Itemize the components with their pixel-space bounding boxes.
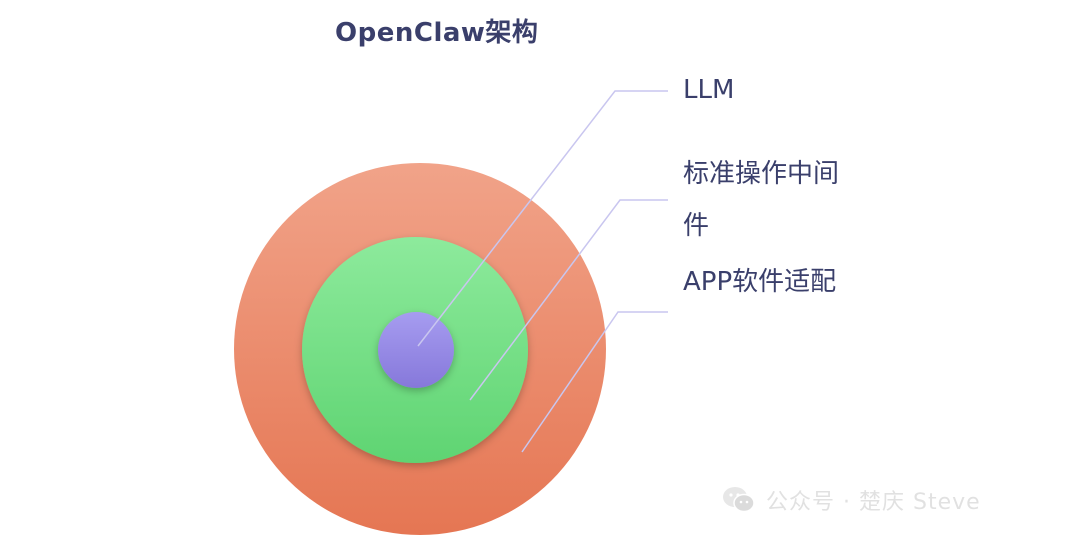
label-llm: LLM <box>683 75 735 105</box>
label-app-adapter: APP软件适配 <box>683 267 837 297</box>
wechat-icon <box>723 487 755 513</box>
leader-line-llm <box>417 90 668 347</box>
watermark-text: 公众号 · 楚庆 Steve <box>766 490 981 515</box>
watermark: 公众号 · 楚庆 Steve <box>722 478 981 522</box>
inner-circle-llm <box>378 312 454 388</box>
leader-line-app <box>521 311 668 453</box>
diagram-title: OpenClaw架构 <box>335 18 539 48</box>
leader-line-middleware <box>469 199 668 401</box>
label-middleware: 标准操作中间件 <box>683 159 840 241</box>
